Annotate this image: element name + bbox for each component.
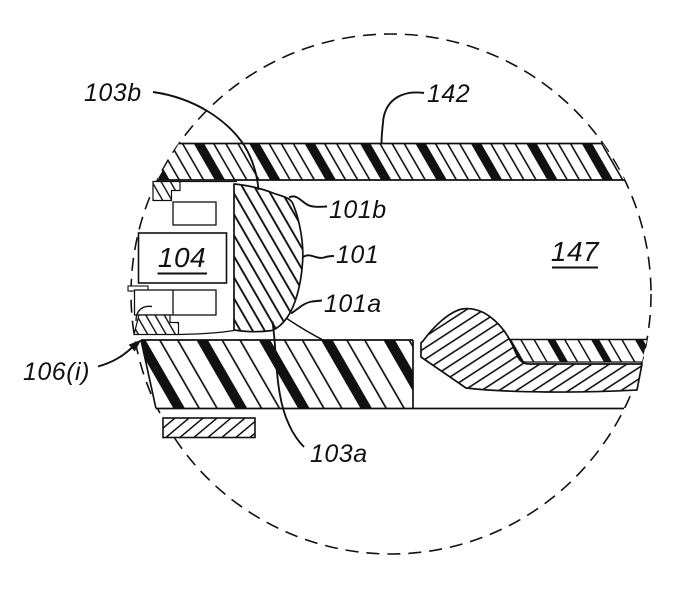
leader-106i-arrowhead <box>128 339 142 352</box>
leader-106i <box>97 346 133 368</box>
component-104-box <box>137 232 228 284</box>
label-147: 147 <box>551 236 600 267</box>
label-106i: 106(i) <box>23 358 90 386</box>
label-101b: 101b <box>329 196 387 224</box>
detail-boundary-dashed-circle <box>130 33 652 555</box>
hook-arc-feature <box>135 305 153 322</box>
upper-step-hatch-piece <box>152 180 181 202</box>
leader-101b <box>288 195 328 208</box>
assembly-bottom-edge <box>178 329 235 336</box>
label-103b: 103b <box>84 79 142 107</box>
label-142: 142 <box>427 80 470 108</box>
upper-wall-hatch <box>157 143 625 180</box>
component-104-upper-box <box>172 201 217 226</box>
upper-tube-wall-142 <box>157 142 625 181</box>
leader-101 <box>301 254 335 259</box>
label-104: 104 <box>158 242 206 273</box>
plug-body-101 <box>233 183 304 333</box>
leader-142 <box>380 91 425 144</box>
lower-wall-left-cut-edge <box>140 339 157 409</box>
label-103a: 103a <box>310 440 368 468</box>
component-104-assembly <box>127 180 237 336</box>
leader-lines <box>97 91 425 448</box>
lower-step-hatch-piece <box>133 314 180 336</box>
component-104-lower-box <box>133 289 217 316</box>
leader-101a <box>290 299 323 315</box>
plug-lower-lip-edge <box>285 317 326 342</box>
label-101a: 101a <box>324 290 382 318</box>
leader-103b <box>152 91 260 191</box>
lower-wall-right-strip <box>503 338 647 363</box>
lower-liner-hatch-rect <box>162 417 256 439</box>
hatched-bump-region <box>420 307 643 393</box>
leader-103a <box>271 321 305 448</box>
right-strip-hatch <box>506 339 647 362</box>
label-101: 101 <box>336 241 379 269</box>
